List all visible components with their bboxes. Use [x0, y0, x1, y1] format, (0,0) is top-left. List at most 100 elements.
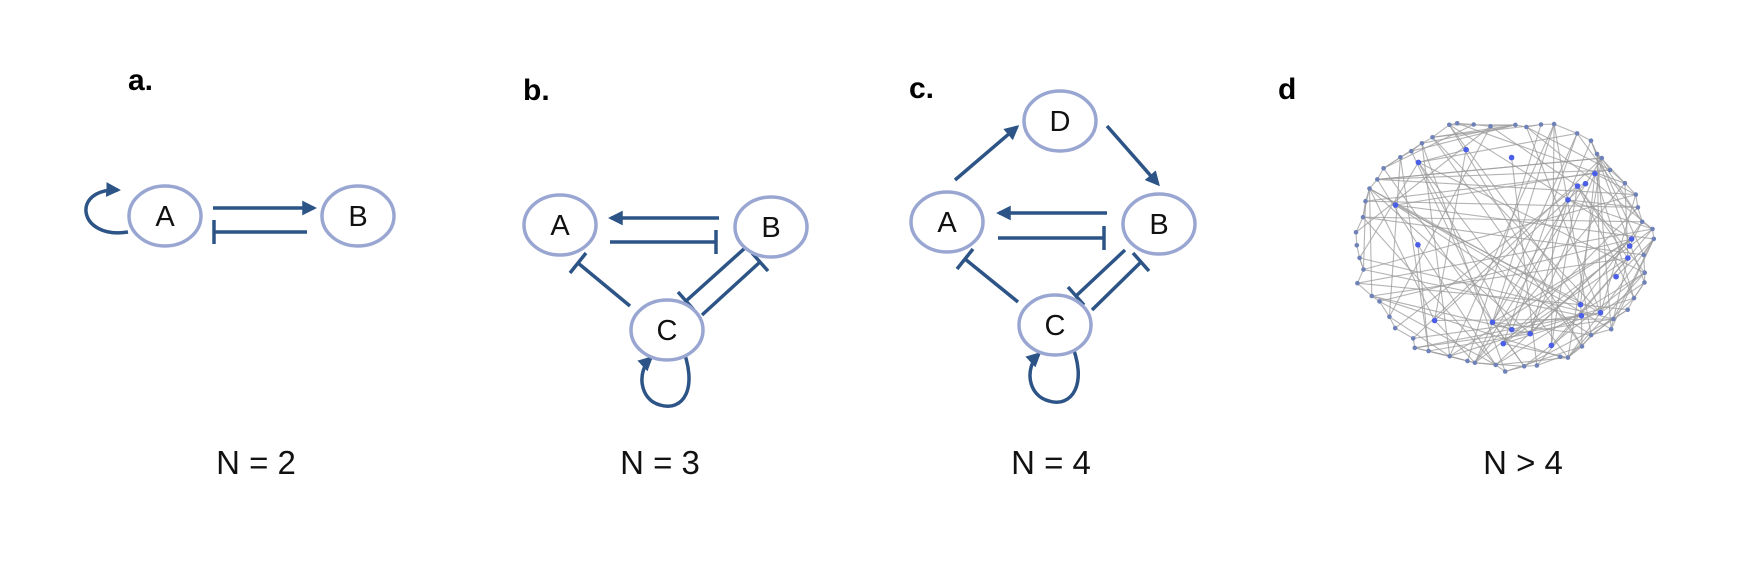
network-node [1361, 267, 1366, 272]
network-edge [1377, 169, 1611, 180]
panel-c-caption: N = 4 [1011, 444, 1091, 481]
network-node [1582, 180, 1589, 187]
panel-b: b. A B C N = 3 [522, 74, 809, 481]
network-node [1381, 166, 1386, 171]
node-d: D [1022, 89, 1098, 153]
network-edge [1418, 132, 1578, 163]
network-node [1513, 122, 1518, 128]
network-node [1527, 330, 1533, 337]
node-c: C [1017, 293, 1093, 357]
network-edge [1492, 238, 1632, 323]
edge-c-to-b-inhibition-bar [1131, 251, 1151, 273]
network-edge [1624, 182, 1637, 195]
network-edge [1523, 318, 1614, 367]
network-node [1465, 358, 1470, 364]
network-edge [1637, 207, 1643, 222]
network-node [1415, 242, 1421, 248]
network-node [1622, 180, 1628, 186]
network-edge [1529, 238, 1632, 335]
panel-c-label: c. [909, 72, 934, 105]
network-edge [1529, 173, 1596, 334]
network-edge [1457, 122, 1474, 126]
network-node [1387, 314, 1392, 320]
edge-d-to-b-activation [1105, 124, 1160, 187]
network-node [1642, 270, 1647, 276]
network-node [1354, 243, 1360, 248]
network-node [1625, 307, 1630, 313]
network-node [1641, 252, 1646, 258]
network-edge [1395, 204, 1654, 240]
network-edge [1357, 282, 1373, 297]
network-node [1607, 167, 1613, 173]
panel-c: c. D A B C N = 4 [909, 72, 1197, 481]
network-edge [1505, 365, 1525, 373]
network-node [1592, 170, 1598, 177]
node-c-label: C [1045, 310, 1066, 342]
network-node [1548, 342, 1555, 349]
network-edge [1594, 173, 1635, 299]
network-node [1534, 363, 1540, 368]
edge-a-self-activation [84, 182, 129, 235]
network-edge [1550, 124, 1555, 346]
network-edge [1417, 162, 1569, 358]
panel-a: a. A B N = 2 [84, 64, 396, 481]
network-node [1409, 148, 1414, 154]
edge-a-to-d-activation [953, 125, 1020, 182]
network-node [1454, 121, 1460, 126]
network-edge [1577, 185, 1646, 274]
network-edge [1474, 157, 1603, 364]
network-node [1625, 255, 1631, 261]
network-node [1369, 293, 1375, 299]
network-node [1392, 202, 1399, 208]
network-node [1639, 219, 1645, 225]
network-node [1635, 205, 1641, 210]
network-edge [1418, 149, 1467, 163]
network-edge [1432, 136, 1601, 314]
network-edge [1359, 257, 1614, 320]
network-edge [1613, 309, 1628, 320]
node-b-label: B [761, 212, 780, 244]
network-node [1412, 345, 1418, 351]
network-edge [1449, 123, 1555, 357]
network-node [1463, 146, 1469, 153]
network-node [1594, 151, 1600, 157]
network-node [1355, 280, 1360, 286]
network-node [1360, 214, 1366, 220]
network-node [1608, 326, 1614, 332]
network-edge [1371, 295, 1531, 335]
network-edge [1590, 140, 1598, 155]
network-edge [1526, 126, 1611, 171]
network-edge [1643, 238, 1655, 256]
network-node [1588, 332, 1594, 338]
network-node [1521, 364, 1527, 369]
network-edge [1428, 350, 1450, 357]
network-node [1597, 309, 1604, 316]
network-node [1642, 280, 1647, 285]
network-edge [1399, 157, 1430, 352]
node-b-label: B [348, 201, 367, 233]
network-edge [1536, 228, 1653, 366]
network-edge [1590, 328, 1612, 336]
network-edge [1434, 318, 1614, 322]
panel-b-caption: N = 3 [620, 444, 700, 481]
edge-c-to-a-inhibition-bar [568, 251, 588, 275]
network-edge [1428, 333, 1531, 352]
network-node [1508, 154, 1515, 161]
network-node [1574, 131, 1580, 136]
network-edge [1579, 173, 1596, 305]
edge-c-to-b-inhibition [700, 260, 762, 317]
network-edge [1490, 124, 1516, 127]
network-node [1415, 159, 1422, 166]
node-a: A [522, 193, 598, 257]
panel-a-label: a. [128, 64, 153, 97]
network-node [1493, 362, 1498, 368]
network-edge [1567, 345, 1583, 359]
panel-d-caption: N > 4 [1483, 444, 1563, 481]
network-edge [1434, 183, 1586, 321]
edge-c-to-b-inhibition [1090, 260, 1143, 312]
network-node [1611, 316, 1616, 322]
network-edge [1411, 124, 1516, 152]
network-edge [1615, 238, 1655, 278]
